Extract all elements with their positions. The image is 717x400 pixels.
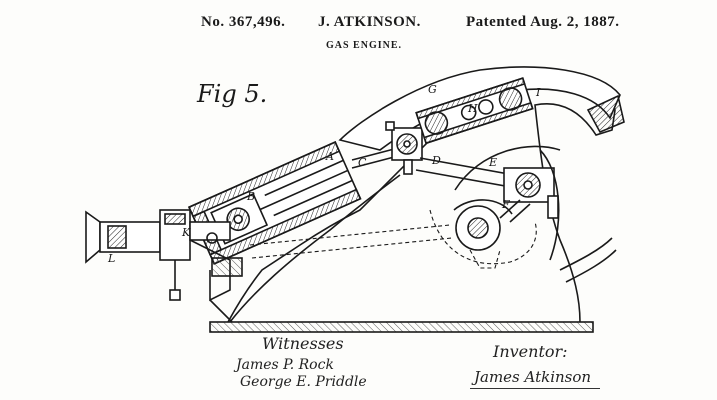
inventor-label: Inventor: <box>493 342 568 361</box>
connecting-rod <box>351 147 399 161</box>
witness-2-signature: George E. Priddle <box>240 374 367 390</box>
signature-underline <box>470 388 600 389</box>
intake-assembly <box>85 209 233 323</box>
base-plate <box>209 321 594 333</box>
right-arc-1 <box>454 145 561 191</box>
letter-H: H <box>467 102 478 115</box>
letter-G: G <box>428 83 437 96</box>
letter-D: D <box>431 154 441 167</box>
crank-block <box>503 167 559 219</box>
frame-inner-curve <box>229 174 401 323</box>
witness-1-signature: James P. Rock <box>236 357 334 373</box>
cylinder-assembly <box>187 141 362 265</box>
inventor-name-header: J. ATKINSON. <box>318 14 421 30</box>
patent-title: GAS ENGINE. <box>326 40 403 51</box>
patent-number: No. 367,496. <box>201 14 286 30</box>
letter-B: B <box>246 190 255 203</box>
letter-E: E <box>488 156 497 169</box>
upper-link <box>415 77 534 145</box>
hood-end-cap <box>586 94 625 134</box>
letter-C: C <box>358 156 367 169</box>
crosshead-block <box>385 121 423 175</box>
figure-label: Fig 5. <box>197 80 268 108</box>
right-arc-2 <box>539 149 560 261</box>
exhaust-pipe <box>559 237 613 271</box>
inventor-signature: James Atkinson <box>474 368 592 386</box>
patent-date: Patented Aug. 2, 1887. <box>466 14 620 30</box>
crank-arm <box>499 199 521 219</box>
letter-A: A <box>325 150 334 163</box>
witnesses-label: Witnesses <box>262 334 344 353</box>
letter-K: K <box>181 226 191 239</box>
part-letters: A B C D E F G H I K L <box>107 83 541 265</box>
hidden-lines <box>249 209 537 269</box>
letter-I: I <box>535 86 541 99</box>
letter-F: F <box>501 198 510 211</box>
valve-box <box>211 257 243 277</box>
letter-L: L <box>107 252 115 265</box>
